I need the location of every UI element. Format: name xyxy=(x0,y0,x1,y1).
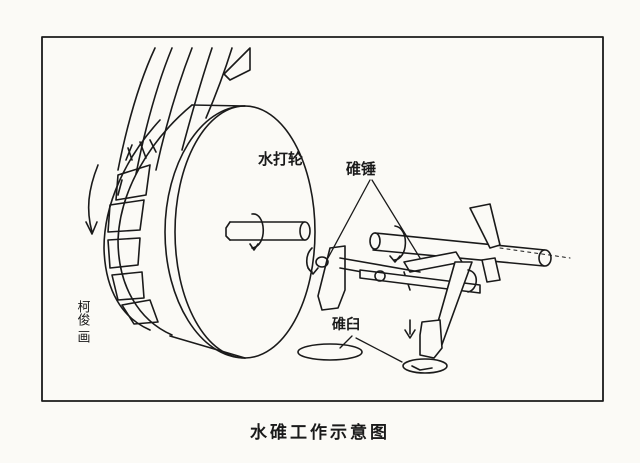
mortar-right-hole xyxy=(411,365,433,371)
water-chute xyxy=(117,47,251,175)
pestle-left xyxy=(305,245,421,311)
rotation-arrow-left xyxy=(87,164,99,233)
label-mortar: 碓臼 xyxy=(332,316,360,333)
arrow-head-left xyxy=(85,221,98,235)
frame-border xyxy=(41,36,604,402)
main-shaft xyxy=(369,225,571,267)
mortar-left xyxy=(297,343,363,361)
label-water-wheel: 水打轮 xyxy=(258,150,303,168)
mortar-right xyxy=(402,358,448,374)
figure-caption: 水碓工作示意图 xyxy=(250,423,390,443)
artist-signature: 柯俊 画 xyxy=(75,300,91,344)
axle-front xyxy=(225,213,311,251)
cam-boards xyxy=(403,203,501,291)
label-pestle: 碓锤 xyxy=(346,160,376,178)
water-wheel-disk xyxy=(164,104,316,359)
label-leaders xyxy=(327,179,421,363)
water-wheel-paddles xyxy=(103,104,193,336)
pestle-right xyxy=(359,261,481,359)
